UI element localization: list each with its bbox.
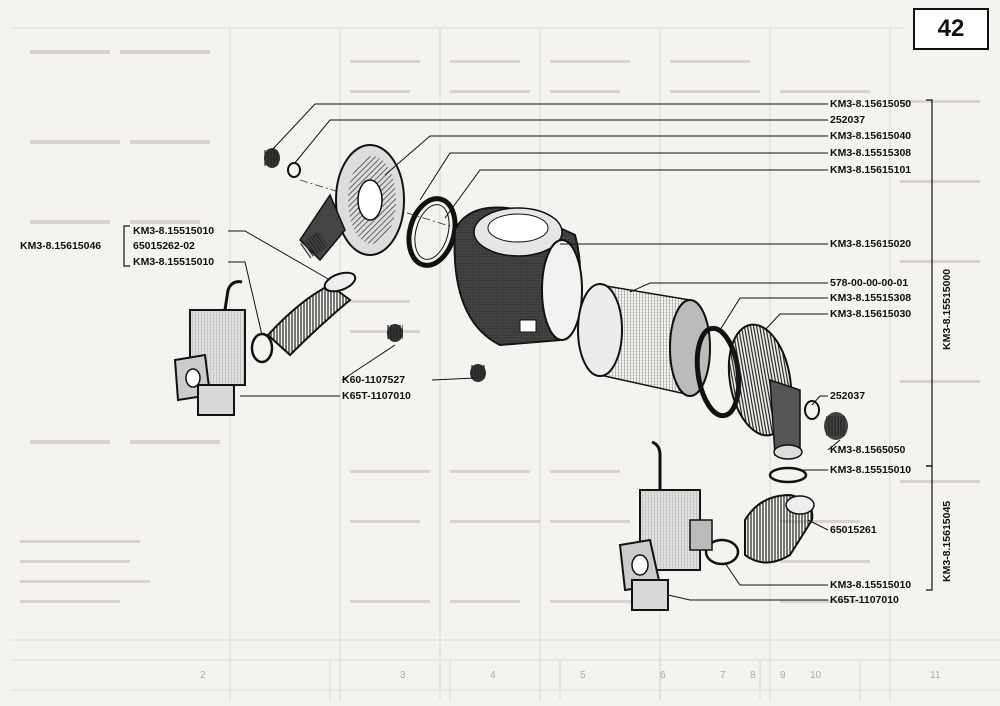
col-number: 11: [930, 670, 941, 681]
part-label: K60-1107527: [342, 374, 406, 386]
part-label: KM3-8.15615020: [830, 238, 912, 250]
part-label: KM3-8.15615046: [20, 240, 102, 252]
part-label: KM3-8.15515010: [133, 256, 215, 268]
part-label: K65T-1107010: [830, 594, 899, 606]
col-number: 7: [720, 670, 726, 681]
part-label: KM3-8.1565050: [830, 444, 906, 456]
nut-right: [824, 412, 848, 440]
part-label: 65015261: [830, 524, 877, 536]
part-label: KM3-8.15515010: [830, 464, 912, 476]
intake-hose-right: [744, 493, 815, 564]
col-number: 4: [490, 670, 496, 681]
group-label: KM3-8.15515000: [941, 268, 953, 350]
part-label: 65015262-02: [133, 240, 195, 252]
page-number: 42: [913, 8, 989, 50]
part-label: KM3-8.15515010: [133, 225, 215, 237]
air-filter-housing: [453, 206, 583, 347]
outlet-cover: [727, 323, 803, 460]
col-number: 3: [400, 670, 406, 681]
carburetor-left: [173, 280, 246, 416]
filter-element: [577, 283, 711, 397]
part-label: KM3-8.15515010: [830, 579, 912, 591]
col-number: 9: [780, 670, 786, 681]
part-label: KM3-8.15615040: [830, 130, 912, 142]
part-label: 252037: [830, 114, 866, 126]
clamp-ring: [768, 466, 808, 484]
group-brackets: [123, 99, 933, 591]
air-filter-cover: [299, 144, 405, 262]
gasket-ring: [406, 196, 458, 268]
plug-2: [470, 364, 486, 382]
bottom-row: 3 4 5 6 7 10 11 2 8 9: [200, 670, 990, 690]
part-label: KM3-8.15615101: [830, 164, 912, 176]
group-label: KM3-8.15615045: [941, 500, 953, 582]
col-number: 10: [810, 670, 822, 681]
carburetor-right: [618, 440, 713, 611]
nut-part: [264, 148, 301, 178]
col-number: 6: [660, 670, 666, 681]
part-label: KM3-8.15615050: [830, 98, 912, 110]
col-number: 5: [580, 670, 586, 681]
part-label: 578-00-00-00-01: [830, 277, 909, 289]
part-label: KM3-8.15515308: [830, 292, 912, 304]
leader-lines: [228, 103, 841, 601]
part-label: KM3-8.15615030: [830, 308, 912, 320]
col-number: 8: [750, 670, 756, 681]
part-label: K65T-1107010: [342, 390, 411, 402]
part-label: KM3-8.15515308: [830, 147, 912, 159]
background-text-ghost: [20, 50, 980, 603]
col-number: 2: [200, 670, 206, 681]
plug-1: [387, 324, 403, 342]
intake-hose-left: [266, 271, 357, 357]
part-label: 252037: [830, 390, 866, 402]
